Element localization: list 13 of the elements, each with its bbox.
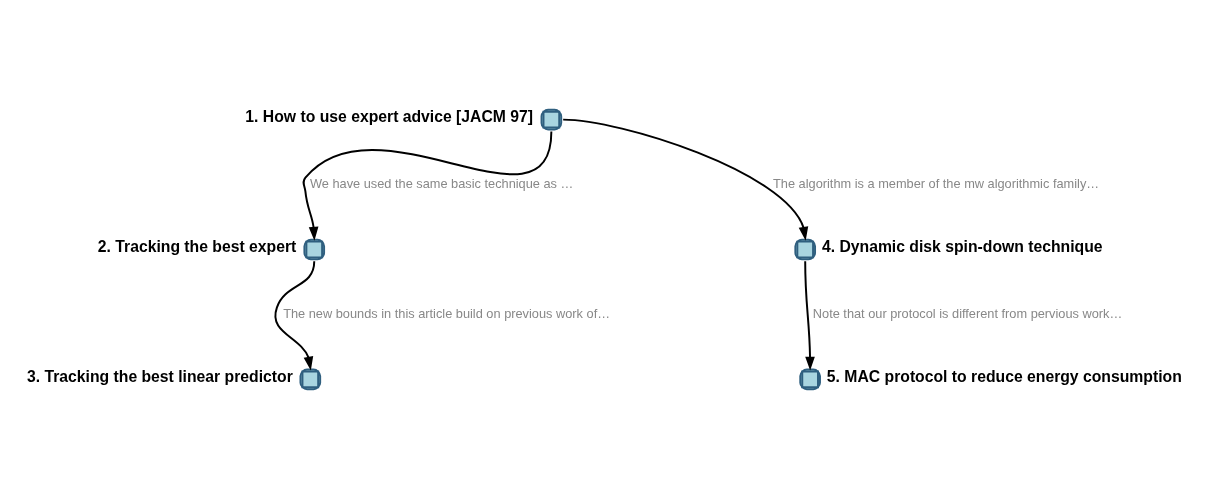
edge-label: The algorithm is a member of the mw algorithmic family… — [773, 175, 1100, 191]
node-label: 3. Tracking the best linear predictor — [26, 368, 293, 386]
edge-label: Note that our protocol is different from pervious work… — [812, 305, 1123, 321]
edge-label: The new bounds in this article build on previous work of… — [283, 305, 610, 321]
arrow — [562, 118, 809, 241]
edge-label: We have used the same basic technique as … — [309, 175, 574, 191]
node-label: 2. Tracking the best expert — [97, 238, 297, 256]
node-label: 5. MAC protocol to reduce energy consumption — [826, 368, 1182, 386]
arrow — [274, 260, 316, 371]
node-label: 1. How to use expert advice [JACM 97] — [245, 108, 534, 126]
arrow — [804, 260, 815, 371]
arrow — [302, 130, 553, 241]
node-label: 4. Dynamic disk spin-down technique — [821, 238, 1103, 256]
